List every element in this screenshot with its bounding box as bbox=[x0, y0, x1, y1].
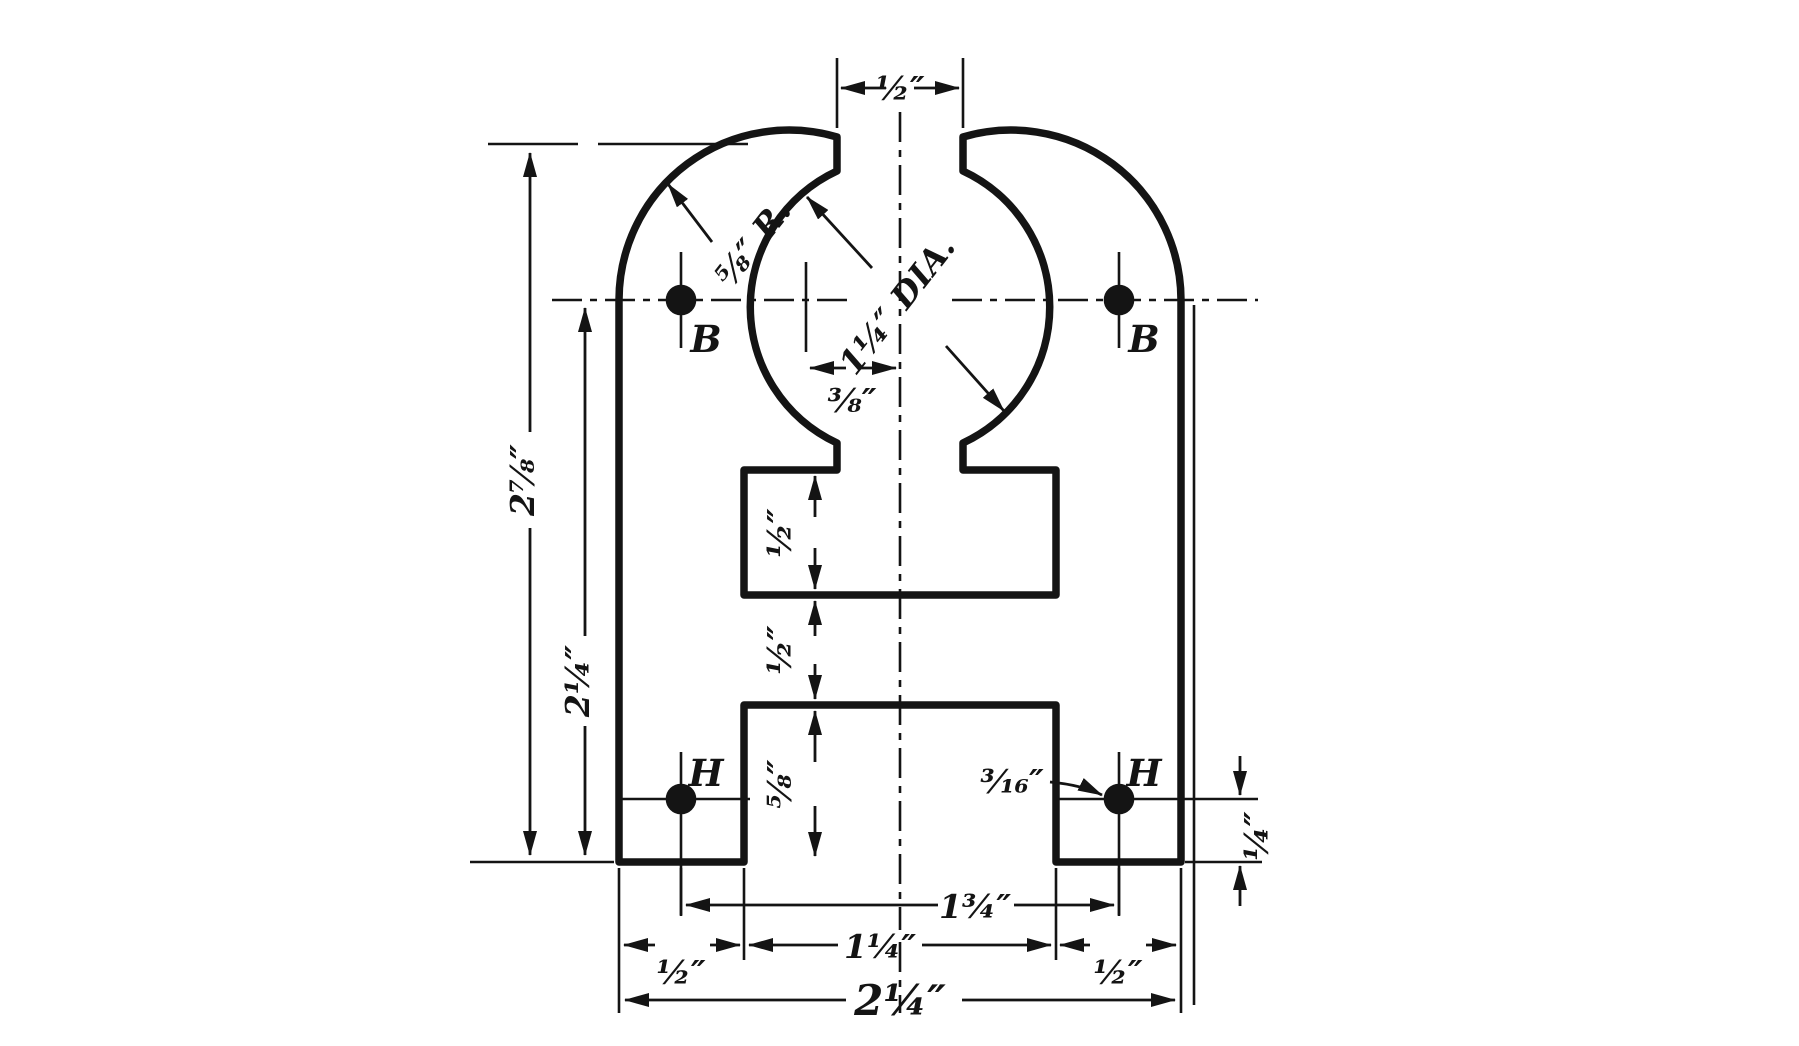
bore-callout bbox=[805, 196, 1006, 412]
part-silhouette bbox=[615, 126, 1185, 866]
dim-notch-width-label: 1¼″ bbox=[844, 927, 916, 966]
holes bbox=[616, 252, 1258, 915]
dim-foot-right-label: ½″ bbox=[1093, 953, 1142, 992]
extension-lines bbox=[470, 58, 1262, 1013]
dim-hole-spacing-label: 1¾″ bbox=[939, 887, 1011, 926]
centerlines bbox=[552, 112, 1258, 1013]
bearing-hole-left-label: B bbox=[689, 317, 721, 361]
dim-overall-width-label: 2¼″ bbox=[853, 976, 946, 1025]
radius-callout bbox=[666, 183, 714, 243]
dim-overall-height-label: 2⅞″ bbox=[503, 444, 542, 517]
dim-notch-depth-label: ⅝″ bbox=[760, 759, 799, 808]
dim-slot-width-label: ½″ bbox=[875, 69, 924, 108]
bore-callout-label: 1¼″ DIA. bbox=[831, 228, 963, 382]
holddown-hole-right-label: H bbox=[1126, 751, 1163, 795]
dim-hole-height-label: ¼″ bbox=[1237, 811, 1276, 860]
bore-leader-lower bbox=[944, 345, 1006, 412]
hole-dia-label: ³⁄₁₆″ bbox=[980, 762, 1044, 801]
bore-leader-upper bbox=[805, 196, 874, 269]
dim-center-offset-label: ⅜″ bbox=[828, 381, 877, 420]
dim-foot-left-label: ½″ bbox=[656, 953, 705, 992]
dim-base-height-label: 2¼″ bbox=[558, 645, 597, 718]
dim-web-gap-label: ½″ bbox=[760, 625, 799, 674]
part-outline bbox=[615, 126, 1185, 866]
bearing-hole-right-label: B bbox=[1127, 317, 1159, 361]
radius-leader bbox=[666, 183, 714, 243]
hole-dia-leader bbox=[1049, 778, 1103, 797]
holddown-hole-left-label: H bbox=[688, 751, 725, 795]
dim-window-height-label: ½″ bbox=[760, 508, 799, 557]
